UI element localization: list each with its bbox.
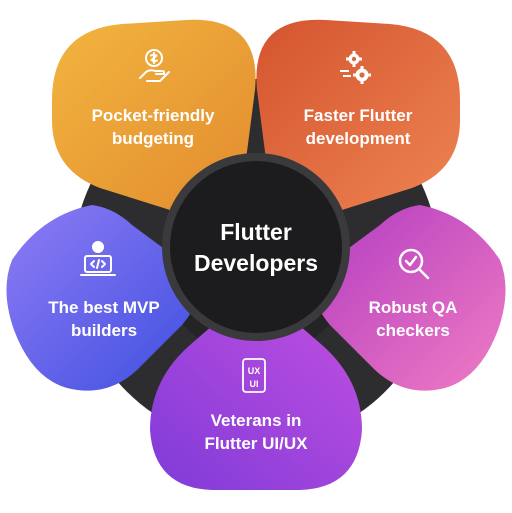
money-hand-icon xyxy=(139,49,170,82)
developer-laptop-icon xyxy=(80,241,116,276)
petal-label-line1: Robust QA xyxy=(368,298,458,317)
center-hub xyxy=(170,161,342,333)
petal-label-line2: budgeting xyxy=(111,129,195,148)
center-title: Flutter Developers xyxy=(176,217,336,279)
petal-label-line1: Pocket-friendly xyxy=(91,106,215,125)
center-title-line1: Flutter xyxy=(220,219,292,245)
ui-ux-icon-ux: UX xyxy=(248,366,261,376)
petal-label-pocket-friendly: Pocket-friendly budgeting xyxy=(63,104,243,150)
ui-ux-icon xyxy=(242,358,266,393)
gears-icon xyxy=(340,51,371,84)
petal-label-line2: checkers xyxy=(376,321,450,340)
petal-mvp-builders xyxy=(6,205,198,391)
center-title-line2: Developers xyxy=(193,250,318,276)
petal-label-mvp-builders: The best MVP builders xyxy=(14,296,194,342)
petal-label-veterans-ui-ux: Veterans in Flutter UI/UX xyxy=(166,409,346,455)
petal-robust-qa xyxy=(315,205,506,391)
ui-ux-icon-ui: UI xyxy=(250,379,259,389)
petal-label-line2: development xyxy=(305,129,411,148)
petal-veterans-ui-ux xyxy=(150,301,362,490)
petal-label-line1: Faster Flutter xyxy=(303,106,413,125)
petal-label-faster-development: Faster Flutter development xyxy=(268,104,448,150)
petal-label-line1: Veterans in xyxy=(210,411,302,430)
petal-label-line2: Flutter UI/UX xyxy=(204,434,308,453)
petal-label-line1: The best MVP xyxy=(48,298,160,317)
search-check-icon xyxy=(398,248,430,280)
petal-label-robust-qa: Robust QA checkers xyxy=(323,296,503,342)
petal-label-line2: builders xyxy=(70,321,138,340)
